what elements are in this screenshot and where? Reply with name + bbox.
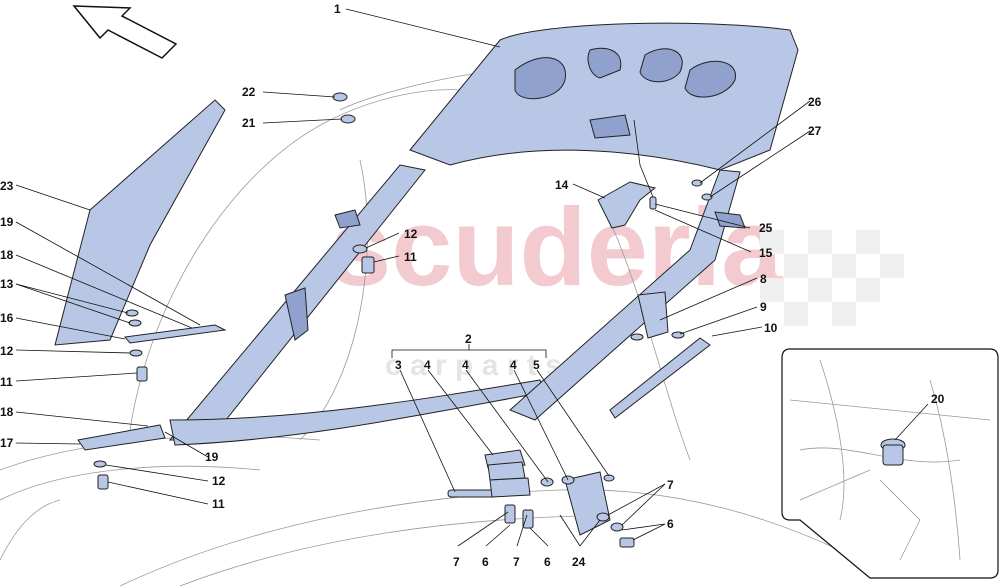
callout-7-c: 7 — [667, 478, 674, 492]
callout-21: 21 — [242, 116, 256, 130]
callout-1: 1 — [334, 2, 341, 16]
callout-20: 20 — [931, 392, 945, 406]
callout-19-upper: 19 — [0, 215, 14, 229]
detail-inset — [781, 348, 999, 579]
callout-23: 23 — [0, 179, 14, 193]
callout-6-c: 6 — [667, 517, 674, 531]
callout-25: 25 — [759, 221, 773, 235]
callout-12-lower: 12 — [212, 474, 226, 488]
callout-10: 10 — [764, 321, 778, 335]
callout-11-frame: 11 — [404, 250, 417, 264]
callout-11-lower: 11 — [212, 497, 225, 511]
side-seal-part-23 — [54, 99, 226, 346]
callout-2: 2 — [465, 332, 472, 346]
callout-27: 27 — [808, 124, 822, 138]
bonnet-frame — [168, 164, 746, 446]
callout-6-b: 6 — [544, 555, 551, 569]
callout-8: 8 — [760, 272, 767, 286]
callout-14: 14 — [555, 178, 569, 192]
callout-22: 22 — [242, 85, 256, 99]
callout-24: 24 — [572, 555, 586, 569]
callout-labels: 1 22 21 23 19 18 13 16 12 11 12 11 18 17… — [0, 2, 945, 569]
callout-17: 17 — [0, 436, 14, 450]
callout-5: 5 — [533, 358, 540, 372]
callout-3: 3 — [395, 358, 402, 372]
callout-12-left: 12 — [0, 344, 14, 358]
leader-lines — [15, 8, 929, 547]
callout-18-upper: 18 — [0, 248, 14, 262]
watermark-sub: c a r p a r t s — [385, 349, 562, 382]
callout-7-b: 7 — [513, 555, 520, 569]
callout-11-left: 11 — [0, 375, 13, 389]
callout-7-a: 7 — [453, 555, 460, 569]
callout-4-c: 4 — [510, 358, 517, 372]
callout-15: 15 — [759, 246, 773, 260]
callout-4-a: 4 — [424, 358, 431, 372]
direction-arrow-icon — [72, 5, 178, 59]
small-parts — [77, 92, 713, 548]
callout-19-lower: 19 — [205, 450, 219, 464]
callout-18-lower: 18 — [0, 405, 14, 419]
callout-12-frame: 12 — [404, 227, 418, 241]
callout-6-a: 6 — [482, 555, 489, 569]
callout-9: 9 — [760, 300, 767, 314]
callout-26: 26 — [808, 95, 822, 109]
checker-flag-logo — [760, 230, 904, 326]
bonnet-panel — [409, 22, 799, 171]
callout-16: 16 — [0, 311, 14, 325]
callout-13: 13 — [0, 277, 14, 291]
callout-4-b: 4 — [462, 358, 469, 372]
